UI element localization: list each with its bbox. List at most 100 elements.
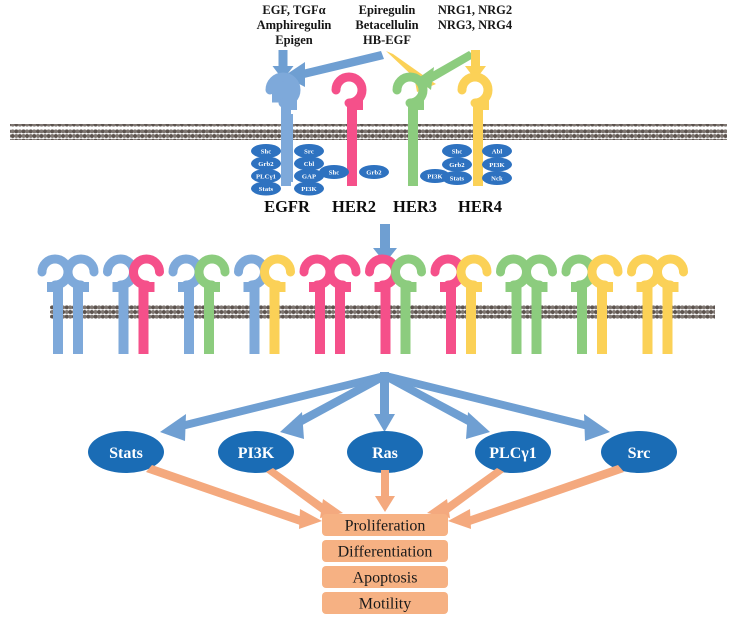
effector-arrow-pi3k: [266, 468, 343, 518]
receptor-dimer-stem: [380, 305, 411, 354]
adaptor-label: PI3K: [489, 162, 505, 169]
receptor-egfr: [265, 72, 301, 186]
outcome-label: Proliferation: [345, 518, 426, 535]
receptor-dimer-stem: [315, 305, 345, 354]
receptor-dimer-stem: [577, 305, 607, 354]
adaptor-oval: Stats: [251, 181, 281, 196]
ligand-arrows: [272, 50, 486, 92]
ligand-label-group: Epiregulin Betacellulin HB-EGF: [355, 3, 418, 47]
receptor-dimer-stem: [642, 305, 673, 354]
signaling-node[interactable]: Ras: [347, 431, 423, 473]
adaptor-label: PLCγ1: [256, 174, 276, 181]
signaling-nodes: Stats PI3K Ras PLCγ1 Src: [88, 431, 677, 473]
receptor-dimer-stem: [118, 305, 149, 354]
signaling-node[interactable]: Stats: [88, 431, 164, 473]
effector-arrow-plcg1: [427, 468, 504, 518]
adaptor-label: Grb2: [258, 161, 274, 168]
receptor-dimers-front: [53, 305, 673, 354]
ligand-line: NRG1, NRG2: [438, 3, 512, 17]
ligand-label-group: EGF, TGFα Amphiregulin Epigen: [257, 3, 332, 47]
ligand-line: Epiregulin: [359, 3, 416, 17]
fan-arrow-to-plcg1: [381, 372, 490, 439]
adaptor-oval: GAP: [294, 169, 324, 183]
adaptor-oval: Grb2: [442, 157, 472, 172]
adaptor-oval: Grb2: [251, 156, 281, 171]
outcome-label: Motility: [359, 596, 411, 613]
receptor-label-her4: HER4: [458, 197, 502, 216]
signaling-node[interactable]: PI3K: [218, 431, 294, 473]
signaling-node[interactable]: PLCγ1: [475, 431, 551, 473]
ligand-line: HB-EGF: [363, 33, 411, 47]
receptor-label-her2: HER2: [332, 197, 376, 216]
receptor-dimer-stem: [53, 305, 83, 354]
adaptor-label: GAP: [302, 174, 316, 181]
outcome-box[interactable]: Motility: [322, 592, 448, 614]
fan-arrow-to-src: [382, 372, 610, 441]
ligand-line: Betacellulin: [355, 18, 418, 32]
adaptor-label: PI3K: [427, 174, 443, 181]
receptor-her2: [331, 72, 367, 186]
receptor-dimer-stem: [249, 305, 280, 354]
adaptor-oval: Shc: [251, 144, 281, 158]
adaptor-label: Shc: [261, 149, 272, 156]
signaling-node-label: Ras: [372, 445, 398, 462]
outcome-box[interactable]: Proliferation: [322, 514, 448, 536]
receptor-monomers: [265, 72, 493, 186]
receptor-dimer-stem: [184, 305, 214, 354]
adaptor-oval: Cbl: [294, 156, 324, 171]
ligand-labels: EGF, TGFα Amphiregulin Epigen Epiregulin…: [257, 3, 513, 47]
outcome-label: Differentiation: [338, 544, 433, 561]
signal-fan-arrows: [160, 372, 610, 441]
receptor-dimer-stem: [446, 305, 476, 354]
signaling-node-label: Src: [628, 445, 651, 462]
adaptor-oval: Grb2: [359, 165, 389, 179]
signaling-node-label: PI3K: [238, 445, 275, 462]
outcome-box[interactable]: Apoptosis: [322, 566, 448, 588]
adaptor-oval: Stats: [442, 171, 472, 185]
ligand-line: Amphiregulin: [257, 18, 332, 32]
adaptor-proteins: Shc Grb2 PLCγ1 Stats Src Cbl GAP P: [251, 144, 512, 196]
ligand-arrow-nrg-to-her3: [417, 51, 475, 90]
ligand-line: EGF, TGFα: [262, 3, 325, 17]
adaptor-label: Grb2: [449, 162, 465, 169]
fan-arrow-to-ras: [374, 372, 395, 432]
effector-arrows: [146, 465, 624, 529]
adaptor-oval: Nck: [482, 171, 512, 185]
adaptor-oval: PI3K: [482, 157, 512, 172]
plasma-membrane-top: [10, 124, 727, 140]
receptor-labels: EGFR HER2 HER3 HER4: [264, 197, 502, 216]
effector-arrow-stats: [146, 465, 322, 529]
adaptor-label: Shc: [452, 149, 463, 156]
receptor-dimer-stem: [511, 305, 542, 354]
adaptor-oval: PI3K: [294, 181, 324, 196]
adaptor-label: Stats: [259, 186, 274, 193]
ligand-label-group: NRG1, NRG2 NRG3, NRG4: [438, 3, 513, 32]
adaptor-label: PI3K: [301, 186, 317, 193]
adaptor-label: Shc: [329, 170, 340, 177]
adaptor-label: Stats: [450, 176, 465, 183]
ligand-line: Epigen: [275, 33, 313, 47]
adaptor-oval: Src: [294, 144, 324, 158]
signaling-node[interactable]: Src: [601, 431, 677, 473]
ligand-arrow-epiregulin-to-egfr: [284, 51, 384, 87]
effector-arrow-src: [448, 465, 624, 529]
ligand-line: NRG3, NRG4: [438, 18, 513, 32]
signaling-node-label: PLCγ1: [489, 445, 536, 462]
adaptor-oval: Shc: [319, 165, 349, 179]
effector-arrow-ras: [375, 470, 395, 512]
cellular-outcomes: ProliferationDifferentiationApoptosisMot…: [322, 514, 448, 614]
fan-arrow-to-pi3k: [280, 372, 389, 439]
fan-arrow-to-stats: [160, 372, 388, 441]
adaptor-oval: Shc: [442, 144, 472, 158]
adaptor-oval: PLCγ1: [251, 169, 281, 183]
receptor-her3: [392, 72, 428, 186]
signaling-node-label: Stats: [109, 445, 143, 462]
receptor-label-her3: HER3: [393, 197, 437, 216]
adaptor-label: Nck: [491, 176, 503, 183]
outcome-box[interactable]: Differentiation: [322, 540, 448, 562]
adaptor-label: Abl: [492, 149, 503, 156]
adaptor-label: Grb2: [366, 170, 382, 177]
outcome-label: Apoptosis: [353, 570, 418, 587]
